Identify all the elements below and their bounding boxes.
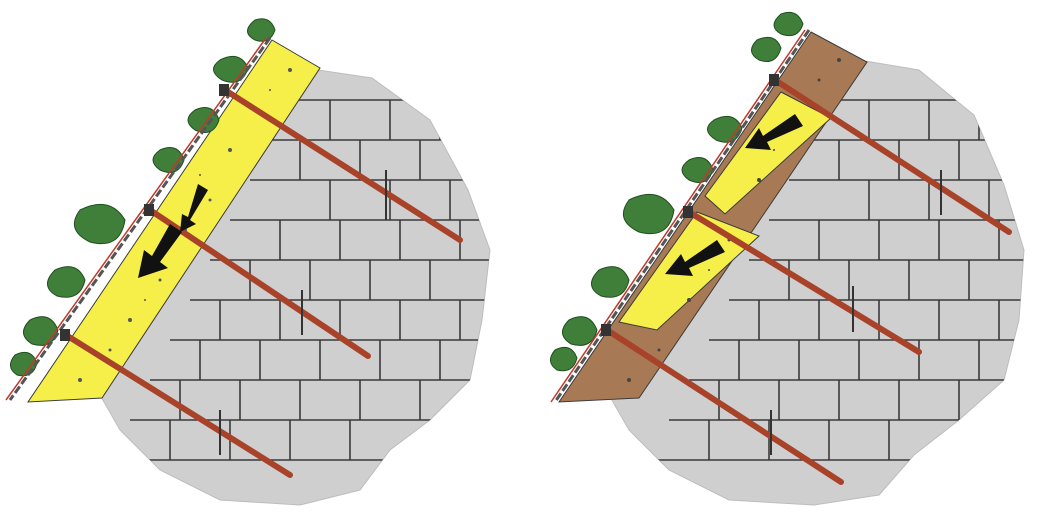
wall-facing-red (5, 37, 267, 401)
wall-facing-red (550, 29, 806, 403)
anchor-plate (60, 329, 70, 341)
anchor-centralizers (770, 170, 942, 455)
anchor-bar (147, 207, 371, 359)
anchor-bar (772, 77, 1012, 235)
fill-gravel-dots (627, 58, 841, 382)
anchor-plate (683, 206, 693, 218)
wall-facing (8, 37, 272, 401)
anchor-bar (222, 87, 463, 243)
anchor-plate (601, 324, 611, 336)
diagram-right-svg (550, 11, 1025, 506)
anchor-bar (686, 209, 922, 355)
arrow-icon (665, 114, 803, 276)
anchor-bars (604, 77, 1012, 485)
diagram-left-svg (5, 18, 491, 506)
anchor-plate (769, 74, 779, 86)
drainage-fill-layer (27, 39, 321, 403)
figure-single-layer (0, 0, 518, 512)
figure-alternating-layers (519, 0, 1037, 512)
wall-facing (553, 29, 811, 403)
anchor-plates (60, 84, 229, 341)
anchor-bars (63, 87, 463, 478)
anchor-centralizers (219, 170, 387, 455)
rock-mass (99, 69, 491, 506)
arrow-icon (138, 184, 208, 278)
anchor-plates (601, 74, 779, 336)
anchor-bar (604, 327, 844, 485)
anchor-plate (144, 204, 154, 216)
anchor-plate (219, 84, 229, 96)
anchor-bar (63, 332, 293, 478)
